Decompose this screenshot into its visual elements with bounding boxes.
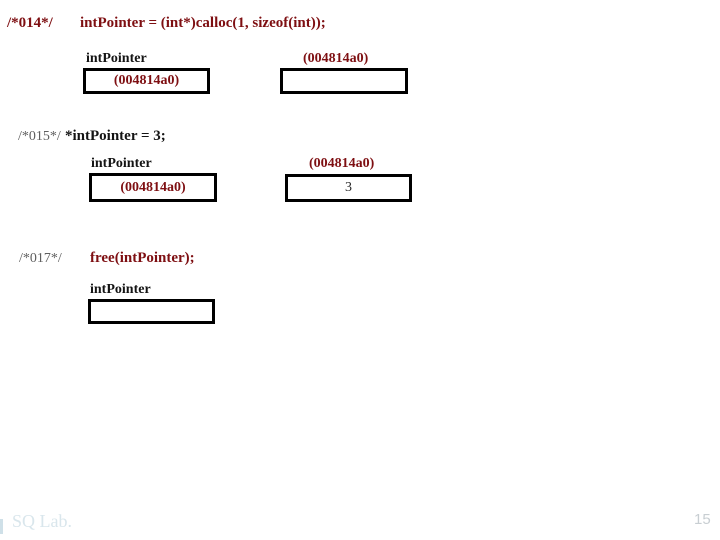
heap-cell-value-2: 3: [345, 180, 352, 195]
pointer-variable-box-1: (004814a0): [83, 68, 210, 94]
page-number: 15: [694, 511, 711, 528]
footer-lab-name: SQ Lab.: [12, 511, 72, 531]
pointer-value-1: (004814a0): [113, 73, 180, 88]
line-number-015: /*015*/: [18, 129, 61, 144]
pointer-variable-label-1: intPointer: [86, 51, 147, 66]
pointer-variable-label-3: intPointer: [90, 282, 151, 297]
line-number-017: /*017*/: [19, 251, 62, 266]
line-number-014: /*014*/: [7, 15, 53, 31]
code-free: free(intPointer);: [90, 250, 195, 266]
heap-address-label-2: (004814a0): [309, 156, 375, 171]
footer-logo-sliver: [0, 519, 3, 534]
code-assignment: *intPointer = 3;: [65, 128, 166, 144]
pointer-variable-box-2: (004814a0): [89, 173, 217, 202]
heap-cell-box-2: 3: [285, 174, 412, 202]
heap-address-label-1: (004814a0): [303, 51, 369, 66]
heap-cell-box-1: [280, 68, 408, 94]
pointer-variable-label-2: intPointer: [91, 156, 152, 171]
pointer-value-2: (004814a0): [120, 179, 186, 195]
code-calloc: intPointer = (int*)calloc(1, sizeof(int)…: [80, 15, 326, 31]
pointer-variable-box-3: [88, 299, 215, 324]
